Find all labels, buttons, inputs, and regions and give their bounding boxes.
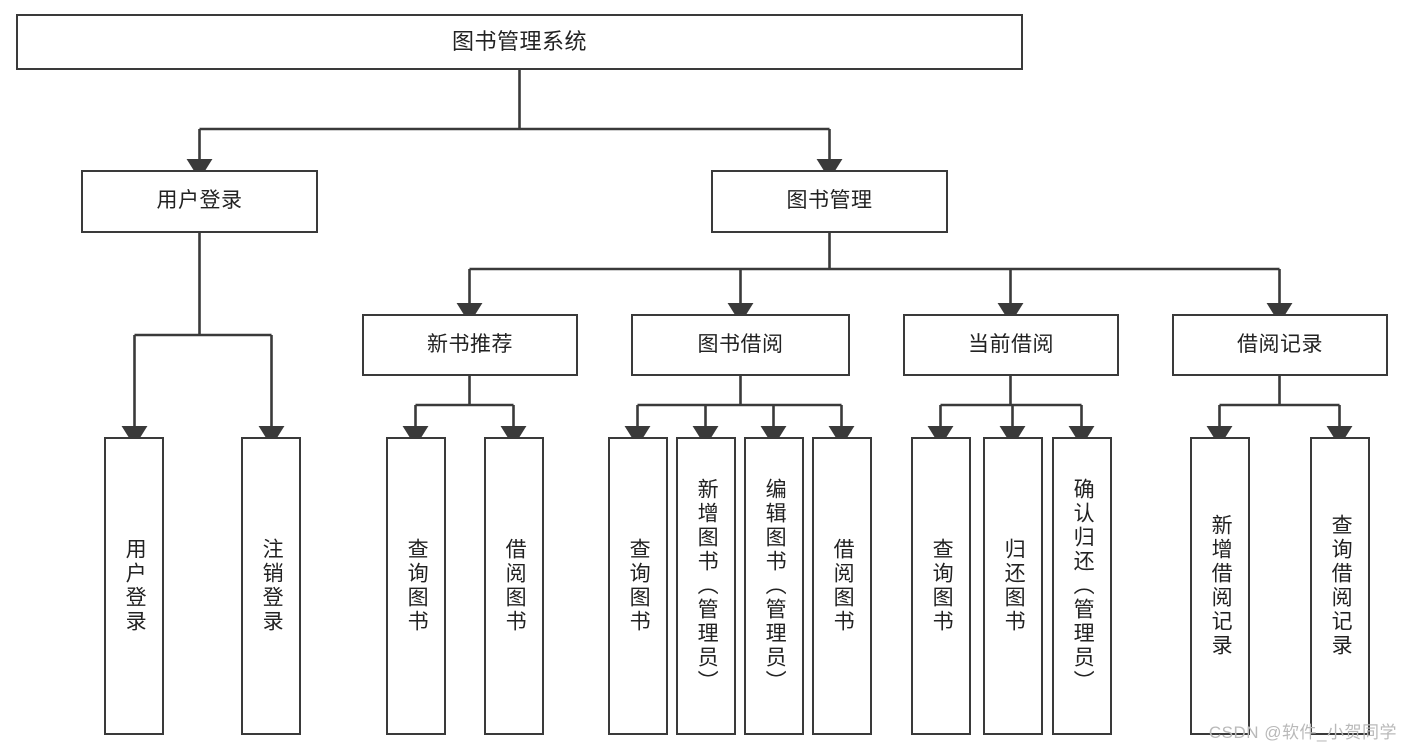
node-new-book-recommend[interactable]: 新书推荐: [362, 314, 578, 376]
node-borrow-record[interactable]: 借阅记录: [1172, 314, 1388, 376]
node-user-login-label: 用户登录: [156, 189, 243, 213]
node-leaf-query-book-1-label: 查询图书: [405, 538, 429, 634]
node-leaf-query-book-2[interactable]: 查询图书: [608, 437, 668, 735]
node-new-book-recommend-label: 新书推荐: [427, 332, 513, 356]
node-leaf-edit-book-label: 编辑图书（管理员）: [763, 478, 787, 694]
node-leaf-confirm-return-label: 确认归还（管理员）: [1071, 478, 1095, 694]
node-book-manage-label: 图书管理: [786, 189, 873, 213]
watermark: CSDN @软件_小贺同学: [1208, 723, 1397, 742]
node-book-borrow-label: 图书借阅: [697, 332, 784, 356]
node-current-borrow[interactable]: 当前借阅: [903, 314, 1119, 376]
node-leaf-user-logout[interactable]: 注销登录: [241, 437, 301, 735]
node-leaf-add-record[interactable]: 新增借阅记录: [1190, 437, 1250, 735]
node-current-borrow-label: 当前借阅: [968, 332, 1054, 356]
node-root-label: 图书管理系统: [451, 29, 587, 55]
node-root[interactable]: 图书管理系统: [16, 14, 1023, 70]
node-leaf-return-book-label: 归还图书: [1002, 538, 1026, 634]
node-leaf-return-book[interactable]: 归还图书: [983, 437, 1043, 735]
node-user-login[interactable]: 用户登录: [81, 170, 318, 233]
node-leaf-add-book[interactable]: 新增图书（管理员）: [676, 437, 736, 735]
node-leaf-add-record-label: 新增借阅记录: [1209, 514, 1233, 658]
node-borrow-record-label: 借阅记录: [1237, 332, 1323, 356]
node-leaf-user-logout-label: 注销登录: [260, 538, 284, 634]
node-leaf-add-book-label: 新增图书（管理员）: [695, 478, 719, 694]
node-leaf-borrow-book-2-label: 借阅图书: [831, 538, 855, 634]
node-leaf-borrow-book-1-label: 借阅图书: [503, 538, 527, 634]
node-book-borrow[interactable]: 图书借阅: [631, 314, 850, 376]
node-leaf-query-book-2-label: 查询图书: [627, 538, 651, 634]
node-leaf-borrow-book-2[interactable]: 借阅图书: [812, 437, 872, 735]
node-leaf-user-login[interactable]: 用户登录: [104, 437, 164, 735]
node-leaf-query-record-label: 查询借阅记录: [1329, 514, 1353, 658]
node-leaf-query-book-3[interactable]: 查询图书: [911, 437, 971, 735]
node-leaf-confirm-return[interactable]: 确认归还（管理员）: [1052, 437, 1112, 735]
node-leaf-borrow-book-1[interactable]: 借阅图书: [484, 437, 544, 735]
node-leaf-edit-book[interactable]: 编辑图书（管理员）: [744, 437, 804, 735]
node-leaf-query-book-3-label: 查询图书: [930, 538, 954, 634]
node-leaf-query-record[interactable]: 查询借阅记录: [1310, 437, 1370, 735]
node-leaf-user-login-label: 用户登录: [123, 538, 147, 634]
node-book-manage[interactable]: 图书管理: [711, 170, 948, 233]
node-leaf-query-book-1[interactable]: 查询图书: [386, 437, 446, 735]
